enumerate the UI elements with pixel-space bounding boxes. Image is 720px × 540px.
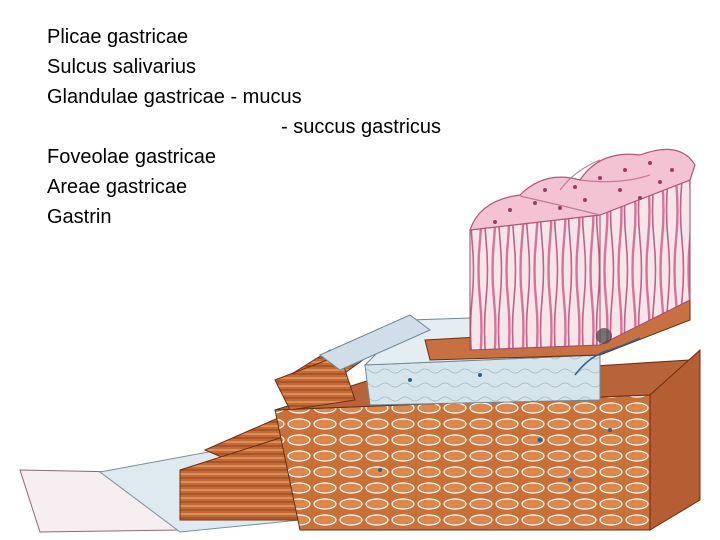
oblique-muscle-front <box>274 354 356 411</box>
gastric-pits <box>493 161 674 224</box>
area-groove-3 <box>559 159 601 191</box>
term-gastrin: Gastrin <box>47 206 112 228</box>
term-succus-gastricus: - succus gastricus <box>281 116 442 138</box>
stomach-wall-illustration <box>19 148 701 533</box>
term-glandulae-gastricae: Glandulae gastricae - mucus <box>47 86 302 108</box>
mucosa-surface <box>469 148 696 231</box>
term-sulcus-salivarius: Sulcus salivarius <box>47 56 196 78</box>
blood-vessels <box>378 373 612 482</box>
nerve-fiber <box>574 337 641 376</box>
submucosa-left-step <box>319 314 431 371</box>
term-list: Plicae gastricae Sulcus salivarius Gland… <box>47 22 441 232</box>
lymph-node <box>596 328 612 344</box>
area-groove-1 <box>519 195 601 216</box>
term-plicae-gastricae: Plicae gastricae <box>47 26 189 48</box>
term-areae-gastricae: Areae gastricae <box>47 176 188 198</box>
circular-muscle-front <box>274 394 651 531</box>
muscle-side-face <box>649 348 701 531</box>
mucosa-front <box>469 214 601 351</box>
term-foveolae-gastricae: Foveolae gastricae <box>47 146 216 168</box>
area-groove-2 <box>579 174 651 183</box>
